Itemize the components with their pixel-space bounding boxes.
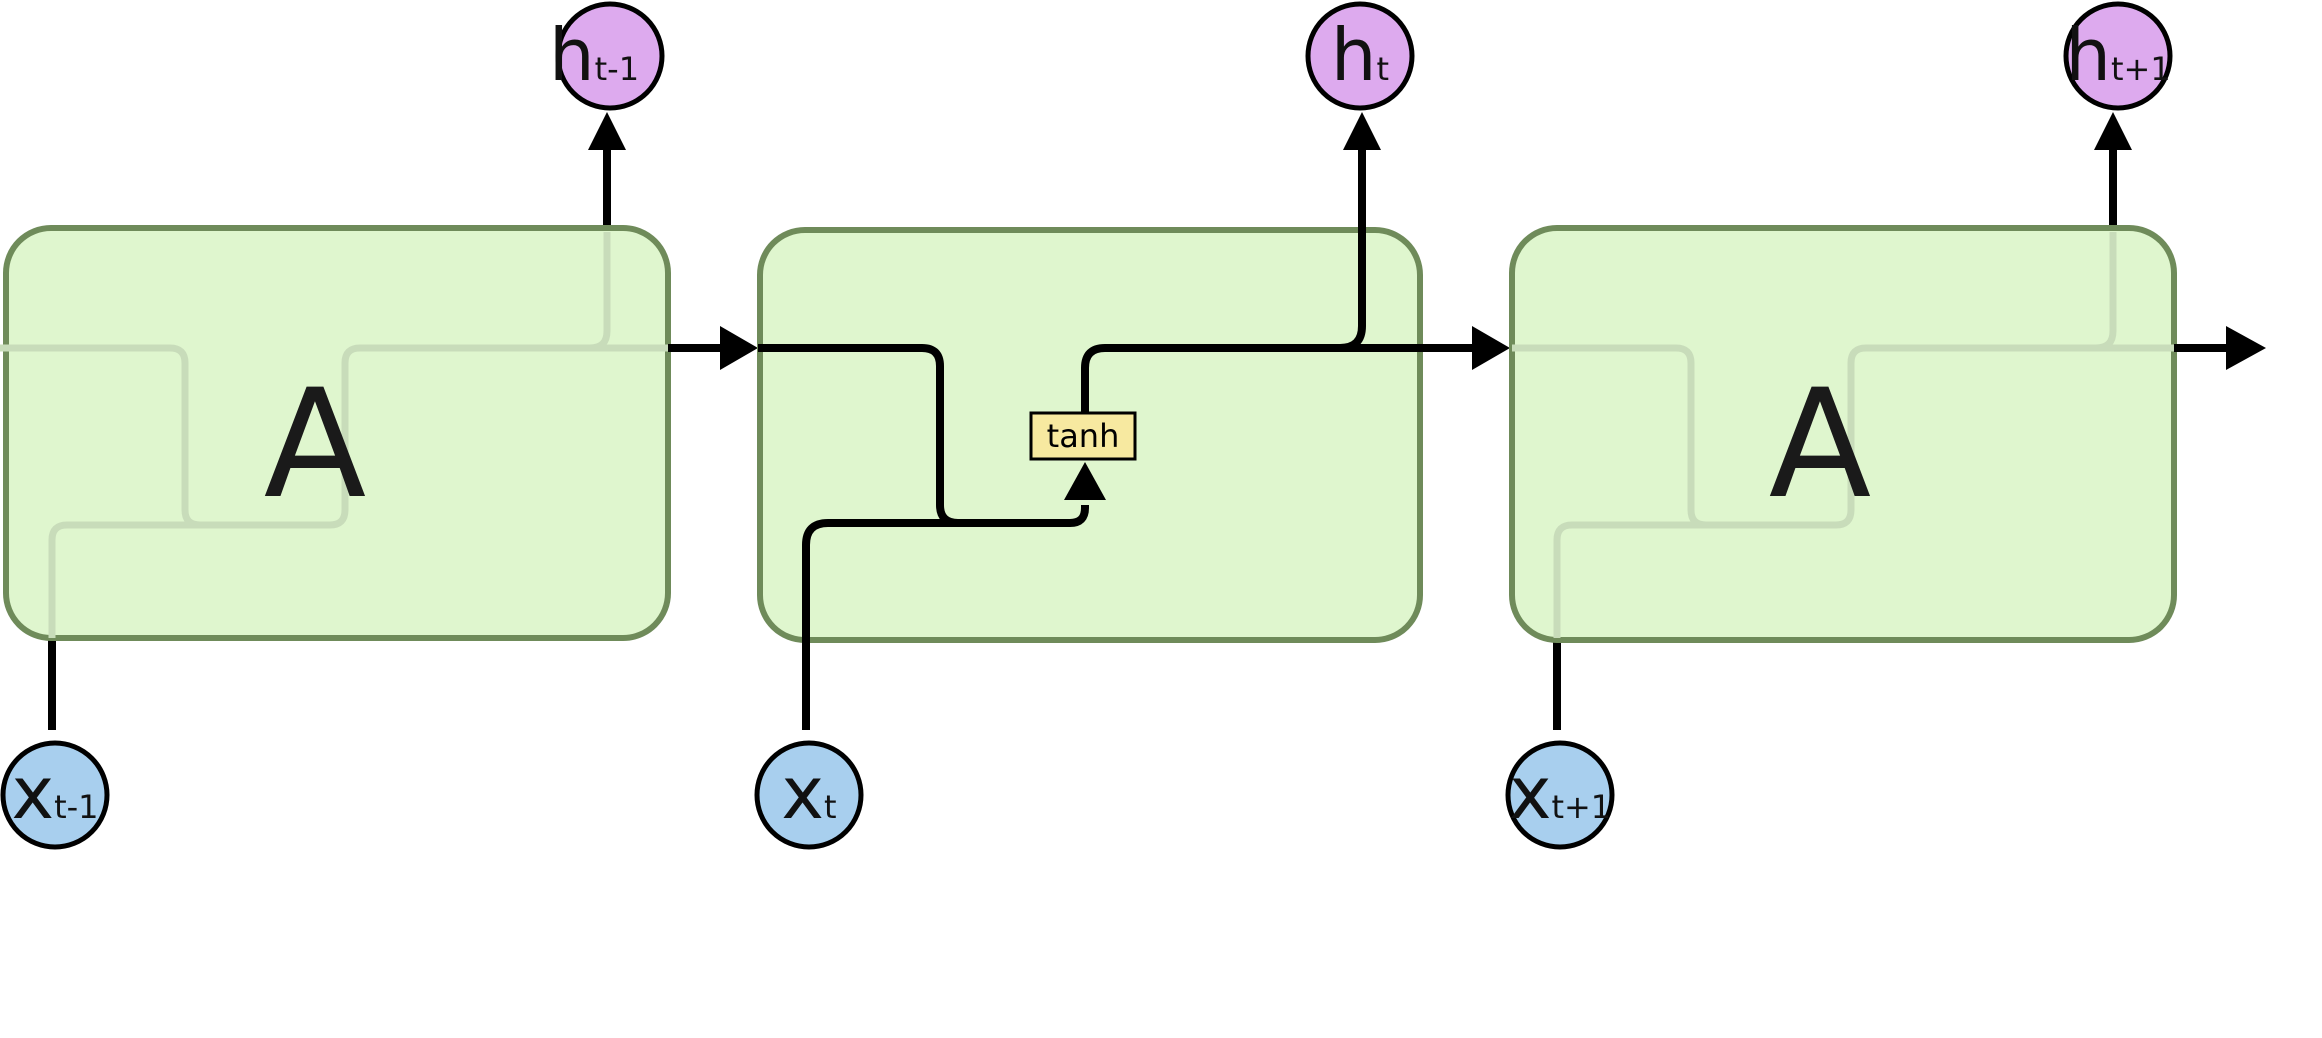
input-node-previous-circle (0, 740, 110, 850)
output-node-current-circle (1305, 1, 1415, 111)
input-node-previous: xt-1 (0, 740, 110, 850)
output-node-current-label: ht (1331, 13, 1389, 97)
input-node-previous-label: xt-1 (11, 751, 98, 835)
cell-current-tanh-out-wire (1081, 150, 1366, 412)
cell-next: A (1509, 112, 2177, 730)
state-arrowhead-1-2 (720, 326, 758, 370)
cell-previous-label: A (264, 358, 367, 532)
input-node-current: xt (754, 740, 864, 850)
output-node-next-circle (2063, 1, 2173, 111)
cell-previous-box (3, 225, 671, 641)
tanh-activation-box (1029, 411, 1137, 461)
cell-current-state-in-wire (758, 344, 1089, 527)
cell-previous-output-arrowhead (588, 112, 626, 150)
output-node-current: ht (1305, 1, 1415, 111)
input-node-next: xt+1 (1505, 740, 1615, 850)
cell-previous-internal-wiring (0, 232, 668, 638)
output-node-previous: ht-1 (549, 1, 665, 111)
cell-previous: A (0, 112, 671, 730)
tanh-input-arrowhead (1064, 462, 1106, 500)
input-node-next-label: xt+1 (1509, 751, 1611, 835)
cell-next-output-arrowhead (2094, 112, 2132, 150)
cell-current-output-arrowhead (1343, 112, 1381, 150)
state-arrowhead-out (2226, 326, 2266, 370)
tanh-activation-label: tanh (1047, 417, 1120, 455)
cell-current-input-wire (802, 519, 960, 730)
cell-next-label: A (1769, 358, 1872, 532)
state-arrowhead-2-3 (1472, 326, 1510, 370)
output-node-previous-label: ht-1 (549, 13, 639, 97)
output-node-previous-circle (555, 1, 665, 111)
input-node-next-circle (1505, 740, 1615, 850)
input-node-current-label: xt (781, 751, 836, 835)
output-node-next-label: ht+1 (2065, 13, 2170, 97)
cell-current: tanh (757, 112, 1474, 730)
input-node-current-circle (754, 740, 864, 850)
cell-next-internal-wiring (1512, 232, 2174, 638)
output-node-next: ht+1 (2063, 1, 2173, 111)
cell-next-box (1509, 225, 2177, 643)
